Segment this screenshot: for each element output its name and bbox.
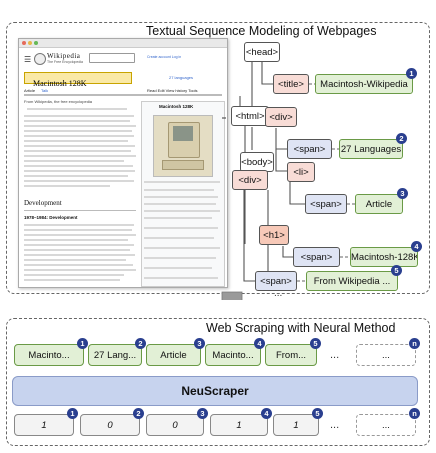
tag-head: <head> (244, 42, 280, 62)
value-macintosh-128k: Macintosh-128K (350, 247, 418, 267)
tree-ellipsis: ... (274, 288, 283, 299)
tag-div-1: <div> (265, 107, 297, 127)
label-cell-1: 1 (14, 414, 74, 436)
section-1978-1984: 1978–1984: Development (24, 215, 78, 220)
input-badge-3: 3 (194, 338, 205, 349)
bottom-panel (6, 318, 430, 446)
label-badge-5: 5 (312, 408, 323, 419)
input-cell-3: Article (146, 344, 201, 366)
macintosh-image (153, 115, 213, 177)
value-27-languages: 27 Languages (339, 139, 403, 159)
tag-span-4: <span> (255, 271, 297, 291)
input-cell-4: Macinto... (205, 344, 261, 366)
label-badge-n: n (409, 408, 420, 419)
page-title: Macintosh 128K (24, 72, 132, 88)
input-ellipsis: ... (330, 349, 340, 361)
top-panel (6, 22, 430, 294)
bottom-panel-title: Web Scraping with Neural Method (206, 321, 396, 335)
label-cell-2: 0 (80, 414, 140, 436)
badge-2: 2 (396, 133, 407, 144)
section-development: Development (24, 199, 62, 207)
tag-span-3: <span> (293, 247, 340, 267)
badge-3: 3 (397, 188, 408, 199)
label-badge-1: 1 (67, 408, 78, 419)
from-wikipedia-text: From Wikipedia, the free encyclopedia (24, 99, 93, 104)
tag-body: <body> (240, 152, 274, 172)
tag-h1: <h1> (259, 225, 289, 245)
tag-span-1: <span> (287, 139, 332, 159)
label-badge-4: 4 (261, 408, 272, 419)
neuscraper-model: NeuScraper (12, 376, 418, 406)
label-cell-n: ... (356, 414, 416, 436)
badge-4: 4 (411, 241, 422, 252)
value-macintosh-wikipedia: Macintosh-Wikipedia (315, 74, 413, 94)
badge-1: 1 (406, 68, 417, 79)
value-from-wikipedia: From Wikipedia ... (306, 271, 398, 291)
input-badge-2: 2 (135, 338, 146, 349)
tag-span-2: <span> (305, 194, 347, 214)
infobox-title: Macintosh 128K (159, 104, 194, 109)
search-input[interactable] (89, 53, 135, 63)
wikipedia-logo (34, 53, 46, 65)
languages-link[interactable]: 27 languages (169, 75, 194, 80)
tag-title: <title> (273, 74, 309, 94)
site-tagline: The Free Encyclopedia (47, 60, 83, 64)
input-badge-4: 4 (254, 338, 265, 349)
tag-div-2: <div> (232, 170, 268, 190)
site-name: Wikipedia (47, 52, 81, 60)
badge-5: 5 (391, 265, 402, 276)
label-cell-4: 1 (210, 414, 268, 436)
label-ellipsis: ... (330, 419, 340, 431)
tab-article[interactable]: Article (24, 88, 36, 93)
input-cell-2: 27 Lang... (88, 344, 142, 366)
label-cell-5: 1 (273, 414, 319, 436)
input-cell-5: From... (265, 344, 317, 366)
input-badge-n: n (409, 338, 420, 349)
header-links[interactable]: Create account Log in (147, 55, 182, 59)
value-article: Article (355, 194, 403, 214)
view-tabs[interactable]: Read Edit View history Tools (147, 88, 198, 93)
tag-html: <html> (231, 106, 269, 126)
input-badge-1: 1 (77, 338, 88, 349)
label-cell-3: 0 (146, 414, 204, 436)
label-badge-3: 3 (197, 408, 208, 419)
input-badge-5: 5 (310, 338, 321, 349)
input-cell-n: ... (356, 344, 416, 366)
menu-icon[interactable]: ☰ (24, 55, 32, 64)
top-panel-title: Textual Sequence Modeling of Webpages (146, 24, 377, 38)
browser-titlebar (19, 39, 227, 48)
input-cell-1: Macinto... (14, 344, 84, 366)
tag-li: <li> (287, 162, 315, 182)
label-badge-2: 2 (133, 408, 144, 419)
webpage-screenshot: ☰ Wikipedia The Free Encyclopedia Create… (18, 38, 228, 288)
tab-talk[interactable]: Talk (41, 88, 49, 93)
